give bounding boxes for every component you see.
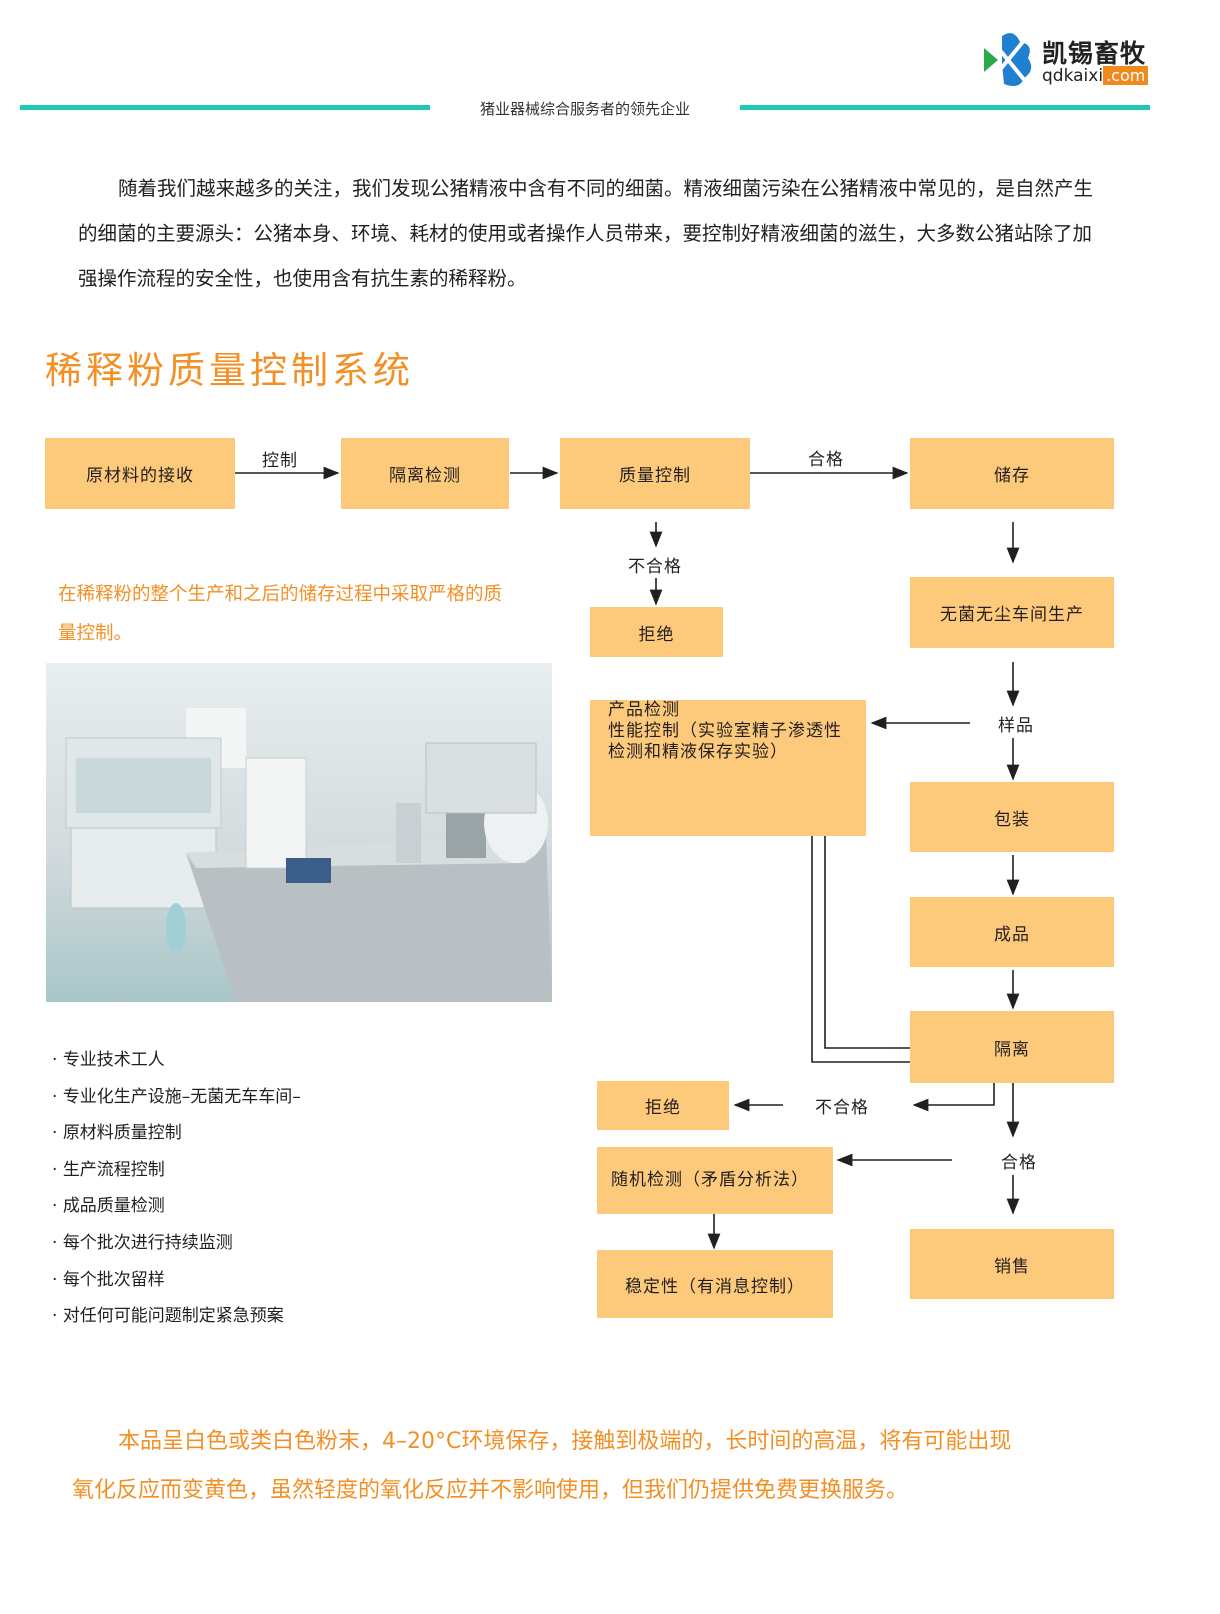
logo-text: 凯锡畜牧 bbox=[1042, 39, 1147, 68]
label-pass-2: 合格 bbox=[1001, 1153, 1037, 1173]
list-item: · 对任何可能问题制定紧急预案 bbox=[52, 1306, 284, 1327]
list-item-text: 生产流程控制 bbox=[62, 1159, 165, 1180]
label-fail: 不合格 bbox=[628, 557, 682, 577]
label-pass: 合格 bbox=[808, 450, 844, 470]
product-test-line: 产品检测 bbox=[608, 700, 680, 720]
list-item: · 每个批次进行持续监测 bbox=[52, 1232, 233, 1253]
flow-box-isolation: 隔离 bbox=[910, 1011, 1114, 1083]
label-sample: 样品 bbox=[998, 716, 1034, 736]
section-title: 稀释粉质量控制系统 bbox=[45, 349, 414, 392]
slogan: 猪业器械综合服务者的领先企业 bbox=[479, 100, 690, 118]
storage-note-line: 本品呈白色或类白色粉末，4–20°C环境保存，接触到极端的，长时间的高温，将有可… bbox=[118, 1429, 1012, 1454]
header-divider-left bbox=[20, 105, 430, 110]
list-item-text: 专业技术工人 bbox=[62, 1050, 165, 1070]
flow-box-raw-material: 原材料的接收 bbox=[45, 438, 235, 509]
flow-box-quality-control: 质量控制 bbox=[560, 438, 750, 509]
list-item-text: 对任何可能问题制定紧急预案 bbox=[62, 1306, 284, 1327]
label-fail-2: 不合格 bbox=[815, 1098, 869, 1118]
feature-list: · 专业技术工人 · 专业化生产设施–无菌无车车间– · 原材料质量控制 · 生… bbox=[52, 1042, 301, 1335]
company-logo: 凯锡畜牧 qdkaixi.com bbox=[980, 30, 1160, 92]
list-item-text: 专业化生产设施–无菌无车车间– bbox=[62, 1086, 301, 1107]
list-item-text: 原材料质量控制 bbox=[62, 1123, 182, 1144]
clover-logo-icon bbox=[984, 33, 1032, 86]
logo-tld: .com bbox=[1103, 66, 1149, 85]
list-item-text: 成品质量检测 bbox=[62, 1196, 165, 1217]
product-test-line: 性能控制（实验室精子渗透性 bbox=[608, 721, 842, 741]
flow-box-finished: 成品 bbox=[910, 897, 1114, 967]
flow-box-storage: 储存 bbox=[910, 438, 1114, 509]
logo-domain-name: qdkaixi bbox=[1042, 66, 1104, 86]
list-item: · 原材料质量控制 bbox=[52, 1123, 182, 1144]
flow-box-isolation-test: 隔离检测 bbox=[341, 438, 509, 509]
list-item: · 专业化生产设施–无菌无车车间– bbox=[52, 1086, 301, 1107]
lab-illustration bbox=[65, 708, 552, 1002]
lab-photo bbox=[46, 663, 552, 1002]
flow-box-stability: 稳定性（有消息控制） bbox=[597, 1250, 833, 1318]
list-item: · 每个批次留样 bbox=[52, 1269, 165, 1290]
flow-box-sales: 销售 bbox=[910, 1229, 1114, 1299]
list-item: · 成品质量检测 bbox=[52, 1196, 165, 1217]
intro-paragraph: 随着我们越来越多的关注，我们发现公猪精液中含有不同的细菌。精液细菌污染在公猪精液… bbox=[78, 166, 1108, 301]
flow-box-reject: 拒绝 bbox=[590, 607, 723, 657]
label-control: 控制 bbox=[262, 451, 298, 471]
list-item: · 生产流程控制 bbox=[52, 1159, 165, 1180]
flow-box-product-test: 产品检测 性能控制（实验室精子渗透性 检测和精液保存实验） bbox=[590, 700, 866, 836]
product-test-line: 检测和精液保存实验） bbox=[608, 742, 788, 762]
list-item-text: 每个批次留样 bbox=[62, 1269, 165, 1290]
list-item: · 专业技术工人 bbox=[52, 1050, 165, 1070]
list-item-text: 每个批次进行持续监测 bbox=[62, 1232, 233, 1253]
logo-domain: qdkaixi.com bbox=[1042, 66, 1149, 86]
intro-text: 随着我们越来越多的关注，我们发现公猪精液中含有不同的细菌。精液细菌污染在公猪精液… bbox=[78, 177, 1094, 290]
header-divider-right bbox=[740, 105, 1150, 110]
flow-box-random-test: 随机检测（矛盾分析法） bbox=[597, 1147, 833, 1214]
flow-box-packaging: 包装 bbox=[910, 782, 1114, 852]
storage-note-line: 氧化反应而变黄色，虽然轻度的氧化反应并不影响使用，但我们仍提供免费更换服务。 bbox=[72, 1478, 909, 1503]
flow-box-cleanroom: 无菌无尘车间生产 bbox=[910, 577, 1114, 648]
note-text: 在稀释粉的整个生产和之后的储存过程中采取严格的质量控制。 bbox=[58, 584, 503, 644]
flow-box-reject-2: 拒绝 bbox=[597, 1081, 729, 1130]
storage-note: 本品呈白色或类白色粉末，4–20°C环境保存，接触到极端的，长时间的高温，将有可… bbox=[72, 1417, 1132, 1515]
